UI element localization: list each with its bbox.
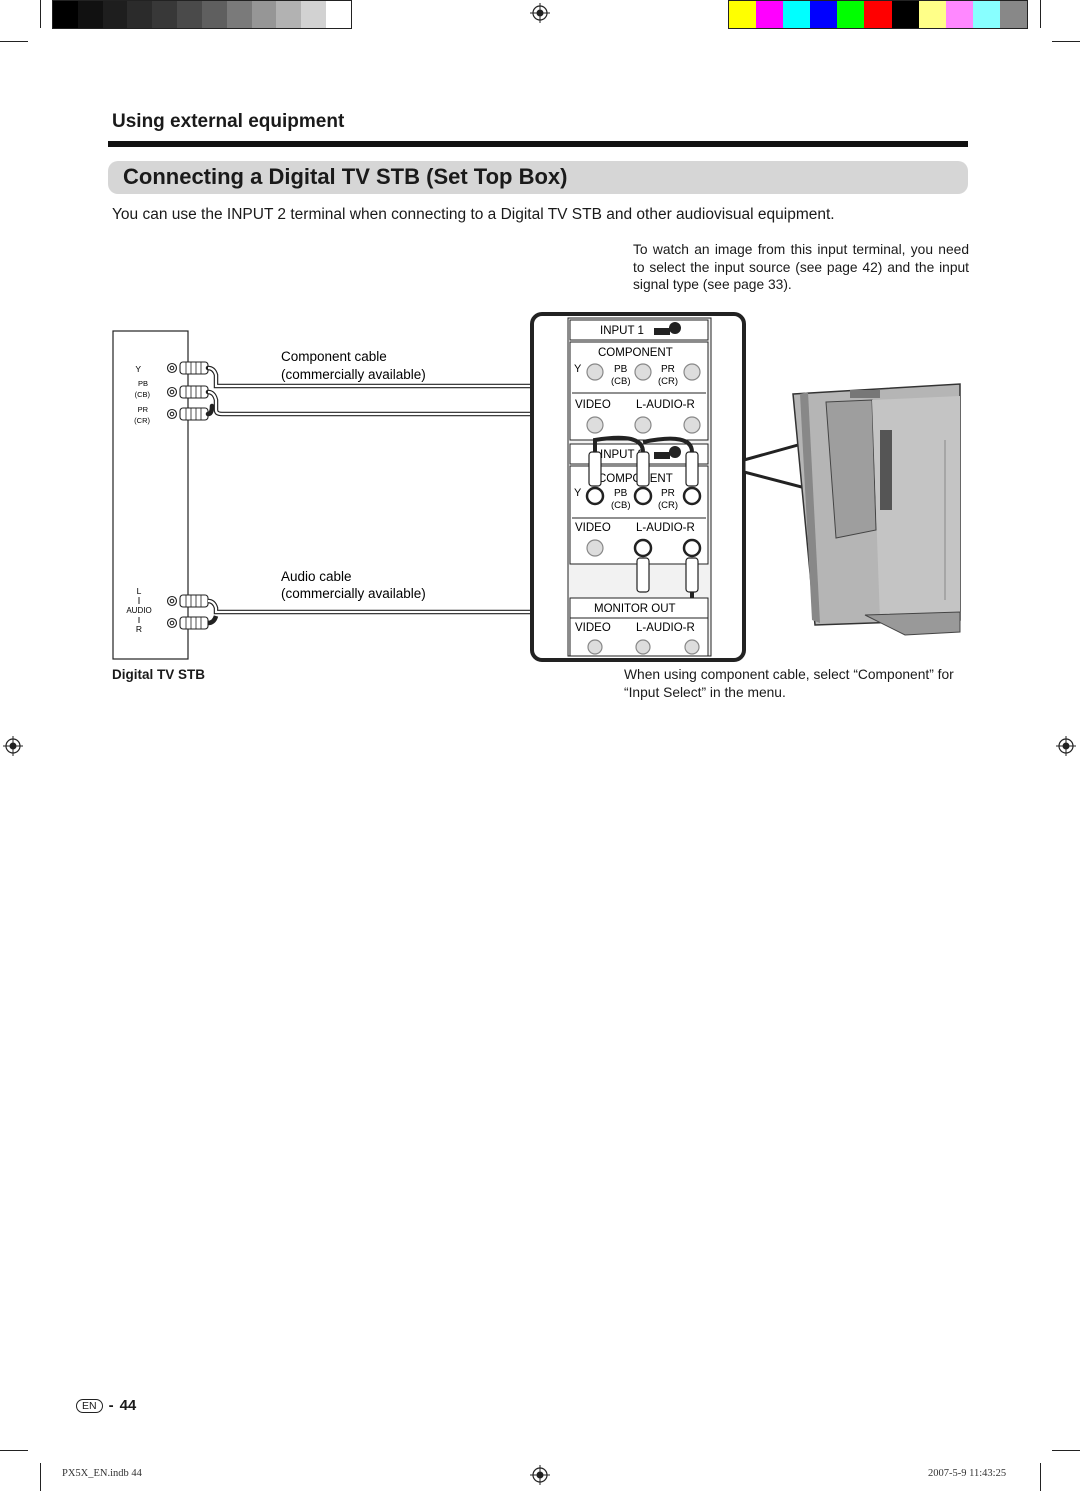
monitor-audio-label: L-AUDIO-R [636, 622, 695, 634]
stb-pb-label: PB [138, 379, 148, 388]
crop-mark [0, 41, 28, 42]
color-swatch [102, 1, 128, 28]
page-dash: - [108, 1397, 114, 1414]
stb-audio-label: AUDIO [126, 606, 151, 615]
monitor-out-label: MONITOR OUT [594, 603, 676, 615]
crop-mark [1052, 1450, 1080, 1451]
registration-mark-icon [1056, 736, 1076, 756]
crop-mark [40, 0, 41, 28]
color-bar [728, 0, 1028, 29]
input2-cb-label: (CB) [611, 500, 631, 511]
color-swatch [77, 1, 103, 28]
color-swatch [53, 1, 78, 28]
color-swatch [251, 1, 277, 28]
crop-mark [0, 1450, 28, 1451]
monitor-video-label: VIDEO [575, 622, 611, 634]
input2-y-label: Y [574, 487, 582, 499]
color-swatch [201, 1, 227, 28]
color-swatch [177, 1, 202, 28]
page-number-value: 44 [119, 1397, 137, 1414]
input2-plugs [588, 451, 699, 593]
color-swatch [152, 1, 178, 28]
input1-pr-label: PR [661, 364, 675, 375]
color-swatch [729, 1, 757, 28]
stb-r-label: R [136, 624, 142, 634]
color-swatch [864, 1, 892, 28]
stb-y-label: Y [135, 364, 141, 374]
footer-date: 2007-5-9 11:43:25 [928, 1468, 1007, 1479]
registration-mark-icon [530, 1465, 550, 1485]
input2-label: INPUT 2 [600, 449, 644, 461]
footer-file: PX5X_EN.indb 44 [62, 1468, 142, 1479]
input1-y-label: Y [574, 363, 582, 375]
section-title: Using external equipment [112, 111, 345, 132]
stb-l-label: L [137, 586, 142, 596]
crop-mark [1040, 0, 1041, 28]
input2-pr-label: PR [661, 488, 675, 499]
component-cable-label: Component cable [281, 349, 387, 364]
stb-cr-label: (CR) [134, 416, 150, 425]
input2-pb-label: PB [614, 488, 628, 499]
registration-mark-icon [530, 3, 550, 23]
audio-cable-label: Audio cable [281, 569, 352, 584]
input2-cr-label: (CR) [658, 500, 678, 511]
crop-mark [1040, 1463, 1041, 1491]
audio-cable-availability: (commercially available) [281, 586, 426, 601]
input1-component-label: COMPONENT [598, 347, 673, 359]
page-heading: Connecting a Digital TV STB (Set Top Box… [123, 164, 568, 189]
color-swatch [301, 1, 327, 28]
registration-mark-icon [3, 736, 23, 756]
input1-cr-label: (CR) [658, 376, 678, 387]
component-cable-availability: (commercially available) [281, 367, 426, 382]
stb-label: Digital TV STB [112, 667, 206, 682]
color-swatch [945, 1, 973, 28]
color-swatch [226, 1, 252, 28]
input1-cb-label: (CB) [611, 376, 631, 387]
stb-pr-label: PR [138, 405, 149, 414]
color-swatch [276, 1, 302, 28]
color-swatch [756, 1, 784, 28]
color-swatch [783, 1, 811, 28]
color-swatch [837, 1, 865, 28]
color-swatch [918, 1, 946, 28]
color-swatch [972, 1, 1000, 28]
color-swatch [810, 1, 838, 28]
intro-text: You can use the INPUT 2 terminal when co… [112, 206, 835, 223]
color-swatch [127, 1, 153, 28]
grayscale-bar [52, 0, 352, 29]
color-swatch [326, 1, 351, 28]
crop-mark [1052, 41, 1080, 42]
input2-video-label: VIDEO [575, 522, 611, 534]
crop-mark [40, 1463, 41, 1491]
input-note: To watch an image from this input termin… [633, 242, 969, 292]
input2-audio-label: L-AUDIO-R [636, 522, 695, 534]
input-select-note: When using component cable, select “Comp… [624, 667, 954, 700]
input1-label: INPUT 1 [600, 325, 644, 337]
section-rule [108, 141, 968, 147]
color-swatch [999, 1, 1028, 28]
heading-box: Connecting a Digital TV STB (Set Top Box… [108, 161, 968, 194]
tv-rear-illustration [792, 383, 961, 636]
color-swatch [891, 1, 919, 28]
language-badge: EN [76, 1398, 103, 1413]
input1-video-label: VIDEO [575, 399, 611, 411]
input1-audio-label: L-AUDIO-R [636, 399, 695, 411]
input1-pb-label: PB [614, 364, 628, 375]
stb-cb-label: (CB) [135, 390, 151, 399]
input2-component-label: COMPONENT [598, 473, 673, 485]
connection-diagram: Y PB (CB) PR (CR) L AUDIO R [112, 312, 961, 662]
page-number: EN - 44 [76, 1397, 136, 1414]
